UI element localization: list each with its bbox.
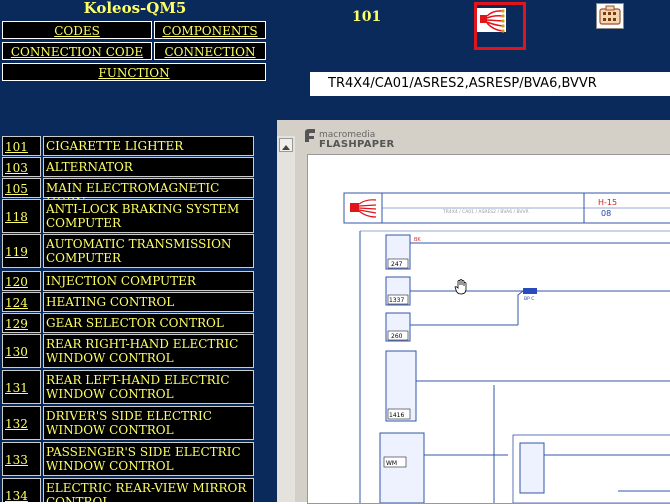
component-code[interactable]: 119 — [2, 234, 41, 268]
component-name: ALTERNATOR — [43, 157, 254, 177]
connection-code-button[interactable]: CONNECTION CODE — [2, 42, 152, 60]
flashpaper-logo-icon — [305, 129, 315, 142]
wire-label: BK — [414, 237, 421, 243]
component-code[interactable]: 120 — [2, 271, 41, 291]
list-item[interactable]: 101 CIGARETTE LIGHTER — [2, 136, 254, 156]
list-item[interactable]: 119 AUTOMATIC TRANSMISSION COMPUTER — [2, 234, 254, 268]
connector-view-button[interactable] — [596, 3, 624, 29]
scroll-up-arrow[interactable] — [279, 138, 293, 152]
wiring-diagram: TR4X4 / CA01 / ASRES2 / BVA6 / BVVR H-15… — [343, 192, 670, 503]
list-item[interactable]: 132 DRIVER'S SIDE ELECTRIC WINDOW CONTRO… — [2, 406, 254, 440]
component-code[interactable]: 129 — [2, 313, 41, 333]
component-code[interactable]: 134 — [2, 478, 41, 502]
list-item[interactable]: 105 MAIN ELECTROMAGNETIC HORN — [2, 178, 254, 209]
vehicle-config-field[interactable]: TR4X4/CA01/ASRES2,ASRESP/BVA6,BVVR — [310, 72, 670, 96]
components-button[interactable]: COMPONENTS — [154, 21, 266, 39]
current-component-code: 101 — [352, 9, 382, 25]
component-code[interactable]: 133 — [2, 442, 41, 476]
wire-junction — [523, 288, 537, 294]
component-code[interactable]: 105 — [2, 178, 41, 198]
list-item[interactable]: 120 INJECTION COMPUTER — [2, 271, 254, 291]
component-name: PASSENGER'S SIDE ELECTRIC WINDOW CONTROL — [43, 442, 254, 476]
component-name: REAR RIGHT-HAND ELECTRIC WINDOW CONTROL — [43, 334, 254, 368]
list-item[interactable]: 131 REAR LEFT-HAND ELECTRIC WINDOW CONTR… — [2, 370, 254, 404]
component-name: ELECTRIC REAR-VIEW MIRROR CONTROL — [43, 478, 254, 502]
list-item[interactable]: 118 ANTI-LOCK BRAKING SYSTEM COMPUTER — [2, 199, 254, 233]
document-viewer[interactable]: macromedia FLASHPAPER TR4X4 / CA01 / ASR… — [277, 120, 670, 504]
component-tag: WM — [386, 460, 397, 467]
component-name: MAIN ELECTROMAGNETIC HORN — [43, 178, 254, 209]
app-title: Koleos-QM5 — [83, 0, 187, 17]
component-code[interactable]: 101 — [2, 136, 41, 156]
component-code[interactable]: 118 — [2, 199, 41, 233]
viewer-vertical-scrollbar[interactable] — [277, 136, 295, 502]
connector-icon — [599, 5, 621, 25]
component-name: INJECTION COMPUTER — [43, 271, 254, 291]
component-name: DRIVER'S SIDE ELECTRIC WINDOW CONTROL — [43, 406, 254, 440]
hand-cursor-icon — [454, 279, 467, 295]
component-name: ANTI-LOCK BRAKING SYSTEM COMPUTER — [43, 199, 254, 233]
codes-button[interactable]: CODES — [2, 21, 152, 39]
diagram-ref-code: H-15 — [598, 198, 617, 207]
left-header-panel: Koleos-QM5 CODES COMPONENTS CONNECTION C… — [0, 0, 296, 120]
component-code[interactable]: 132 — [2, 406, 41, 440]
flashpaper-brand-bottom: FLASHPAPER — [319, 139, 395, 150]
wire-tag: BP C — [524, 296, 534, 302]
wiring-diagram-icon — [477, 8, 506, 33]
function-button[interactable]: FUNCTION — [2, 63, 266, 81]
component-list: 101 CIGARETTE LIGHTER 103 ALTERNATOR 105… — [0, 120, 277, 502]
list-item[interactable]: 134 ELECTRIC REAR-VIEW MIRROR CONTROL — [2, 478, 254, 502]
component-code[interactable]: 130 — [2, 334, 41, 368]
component-name: AUTOMATIC TRANSMISSION COMPUTER — [43, 234, 254, 268]
component-tag: 247 — [391, 261, 403, 268]
wiring-diagram-button[interactable] — [474, 2, 526, 50]
component-tag: 260 — [391, 333, 403, 340]
flashpaper-brand-top: macromedia — [319, 130, 376, 140]
diagram-ref-num: 08 — [601, 209, 611, 218]
list-item[interactable]: 129 GEAR SELECTOR CONTROL — [2, 313, 254, 333]
component-tag: 1337 — [389, 297, 404, 304]
list-item[interactable]: 124 HEATING CONTROL — [2, 292, 254, 312]
list-item[interactable]: 130 REAR RIGHT-HAND ELECTRIC WINDOW CONT… — [2, 334, 254, 368]
component-tag: 1416 — [389, 412, 404, 419]
list-item[interactable]: 103 ALTERNATOR — [2, 157, 254, 177]
component-code[interactable]: 131 — [2, 370, 41, 404]
component-code[interactable]: 124 — [2, 292, 41, 312]
svg-text:TR4X4 / CA01 / ASRES2 / BVA6 /: TR4X4 / CA01 / ASRES2 / BVA6 / BVVR — [442, 209, 529, 215]
component-name: REAR LEFT-HAND ELECTRIC WINDOW CONTROL — [43, 370, 254, 404]
component-name: GEAR SELECTOR CONTROL — [43, 313, 254, 333]
component-code[interactable]: 103 — [2, 157, 41, 177]
diagram-header-icon — [350, 199, 377, 218]
component-name: CIGARETTE LIGHTER — [43, 136, 254, 156]
connection-button[interactable]: CONNECTION — [154, 42, 266, 60]
right-header-panel: 101 TR4X4/CA01/ASRES2,ASRESP/BVA6,BVVR — [296, 0, 670, 120]
list-item[interactable]: 133 PASSENGER'S SIDE ELECTRIC WINDOW CON… — [2, 442, 254, 476]
component-name: HEATING CONTROL — [43, 292, 254, 312]
diagram-page: TR4X4 / CA01 / ASRES2 / BVA6 / BVVR H-15… — [307, 154, 670, 504]
flashpaper-logo: macromedia FLASHPAPER — [303, 126, 423, 150]
